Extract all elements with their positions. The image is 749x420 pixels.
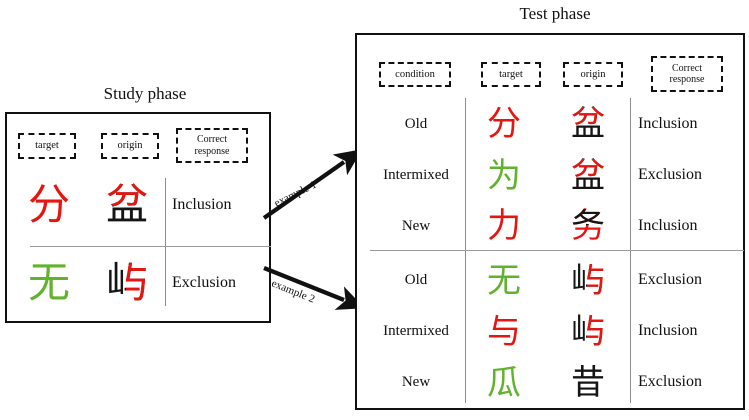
han-glyph-base: 屿 xyxy=(105,258,148,307)
study-column-separator xyxy=(165,178,166,306)
arrow-example-2 xyxy=(263,266,365,310)
test-g1-row-2-response: Inclusion xyxy=(638,207,742,245)
han-glyph-split: 务 务 xyxy=(571,209,605,243)
chip-label: target xyxy=(35,140,59,152)
chip-correct-response-study: Correct response xyxy=(176,128,248,163)
study-row-1-response: Exclusion xyxy=(172,258,270,308)
response-label: Exclusion xyxy=(172,274,236,291)
study-row-1-target: 无 xyxy=(14,250,84,316)
condition-label: Old xyxy=(404,115,428,132)
test-phase-panel xyxy=(355,33,745,410)
han-glyph: 瓜 xyxy=(487,363,521,403)
study-row-0-target: 分 xyxy=(14,172,84,238)
study-row-1-origin: 屿 屿 xyxy=(92,249,162,317)
test-g2-row-2-origin: 昔 xyxy=(556,357,620,409)
study-row-0-response: Inclusion xyxy=(172,180,270,230)
chip-label-line1: Correct xyxy=(672,62,702,74)
test-g1-row-0-target: 分 xyxy=(472,98,536,150)
test-g2-row-1-condition: Intermixed xyxy=(368,312,464,350)
test-g2-row-1-origin: 屿 屿 xyxy=(556,306,620,358)
han-glyph-split: 盆 盆 xyxy=(571,107,605,141)
example-arrows xyxy=(262,149,365,310)
test-g2-row-1-target: 与 xyxy=(472,306,536,358)
condition-label: Old xyxy=(404,271,428,288)
study-phase-title: Study phase xyxy=(103,84,187,103)
test-g1-row-0-origin: 盆 盆 xyxy=(556,98,620,150)
test-group-separator xyxy=(370,250,744,251)
condition-label: Intermixed xyxy=(383,322,449,339)
test-g1-row-1-response: Exclusion xyxy=(638,156,742,194)
response-label: Exclusion xyxy=(638,166,702,183)
han-glyph: 无 xyxy=(487,261,521,301)
test-g1-row-1-condition: Intermixed xyxy=(368,156,464,194)
chip-label-line1: Correct xyxy=(197,134,227,146)
chip-target-test: target xyxy=(481,62,541,87)
condition-label: New xyxy=(401,217,431,234)
condition-label: New xyxy=(401,373,431,390)
test-g2-row-0-target: 无 xyxy=(472,255,536,307)
arrow-example-1 xyxy=(262,149,363,220)
chip-condition-test: condition xyxy=(379,62,451,87)
han-glyph-split: 屿 屿 xyxy=(571,264,605,298)
han-glyph: 为 xyxy=(487,156,521,196)
han-glyph-base: 屿 xyxy=(571,312,605,352)
han-glyph: 力 xyxy=(487,206,521,246)
test-g2-row-2-target: 瓜 xyxy=(472,357,536,409)
chip-label: origin xyxy=(117,140,143,152)
chip-label: condition xyxy=(395,68,435,80)
han-glyph-split: 屿 屿 xyxy=(571,315,605,349)
han-glyph-split: 屿 屿 xyxy=(106,262,148,304)
han-glyph-base: 盆 xyxy=(571,104,605,144)
han-glyph-base: 务 xyxy=(571,206,605,246)
chip-label-line2: response xyxy=(669,74,705,85)
test-g1-row-0-condition: Old xyxy=(368,105,464,143)
test-phase-title: Test phase xyxy=(519,4,591,23)
test-g1-row-2-target: 力 xyxy=(472,200,536,252)
chip-correct-response-test: Correct response xyxy=(651,56,723,92)
test-g1-row-1-target: 为 xyxy=(472,150,536,202)
chip-target-study: target xyxy=(18,133,76,159)
chip-label-line2: response xyxy=(194,145,230,157)
response-label: Exclusion xyxy=(638,271,702,288)
response-label: Inclusion xyxy=(638,115,698,132)
test-g2-row-0-condition: Old xyxy=(368,261,464,299)
response-label: Exclusion xyxy=(638,373,702,390)
study-row-separator xyxy=(30,246,271,247)
response-label: Inclusion xyxy=(172,196,232,213)
test-g2-row-2-condition: New xyxy=(368,363,464,401)
test-g2-row-0-origin: 屿 屿 xyxy=(556,255,620,307)
han-glyph-base: 屿 xyxy=(571,261,605,301)
chip-label: target xyxy=(499,68,523,80)
test-g1-row-1-origin: 盆 盆 xyxy=(556,150,620,202)
study-row-0-origin: 盆 盆 xyxy=(92,170,162,240)
response-label: Inclusion xyxy=(638,217,698,234)
han-glyph-split: 盆 盆 xyxy=(571,159,605,193)
han-glyph: 昔 xyxy=(571,363,605,403)
test-g2-row-2-response: Exclusion xyxy=(638,363,742,401)
han-glyph: 分 xyxy=(27,180,70,229)
chip-origin-test: origin xyxy=(563,62,623,87)
response-label: Inclusion xyxy=(638,322,698,339)
chip-origin-study: origin xyxy=(101,133,159,159)
test-g2-row-1-response: Inclusion xyxy=(638,312,742,350)
test-g1-row-2-condition: New xyxy=(368,207,464,245)
condition-label: Intermixed xyxy=(383,166,449,183)
han-glyph: 分 xyxy=(487,104,521,144)
han-glyph-split: 盆 盆 xyxy=(106,184,148,226)
test-g2-row-0-response: Exclusion xyxy=(638,261,742,299)
test-g1-row-0-response: Inclusion xyxy=(638,105,742,143)
han-glyph: 与 xyxy=(487,312,521,352)
chip-label: origin xyxy=(580,68,606,80)
han-glyph: 无 xyxy=(27,258,70,307)
test-g1-row-2-origin: 务 务 xyxy=(556,200,620,252)
han-glyph-base: 盆 xyxy=(105,180,148,229)
han-glyph-base: 盆 xyxy=(571,156,605,196)
